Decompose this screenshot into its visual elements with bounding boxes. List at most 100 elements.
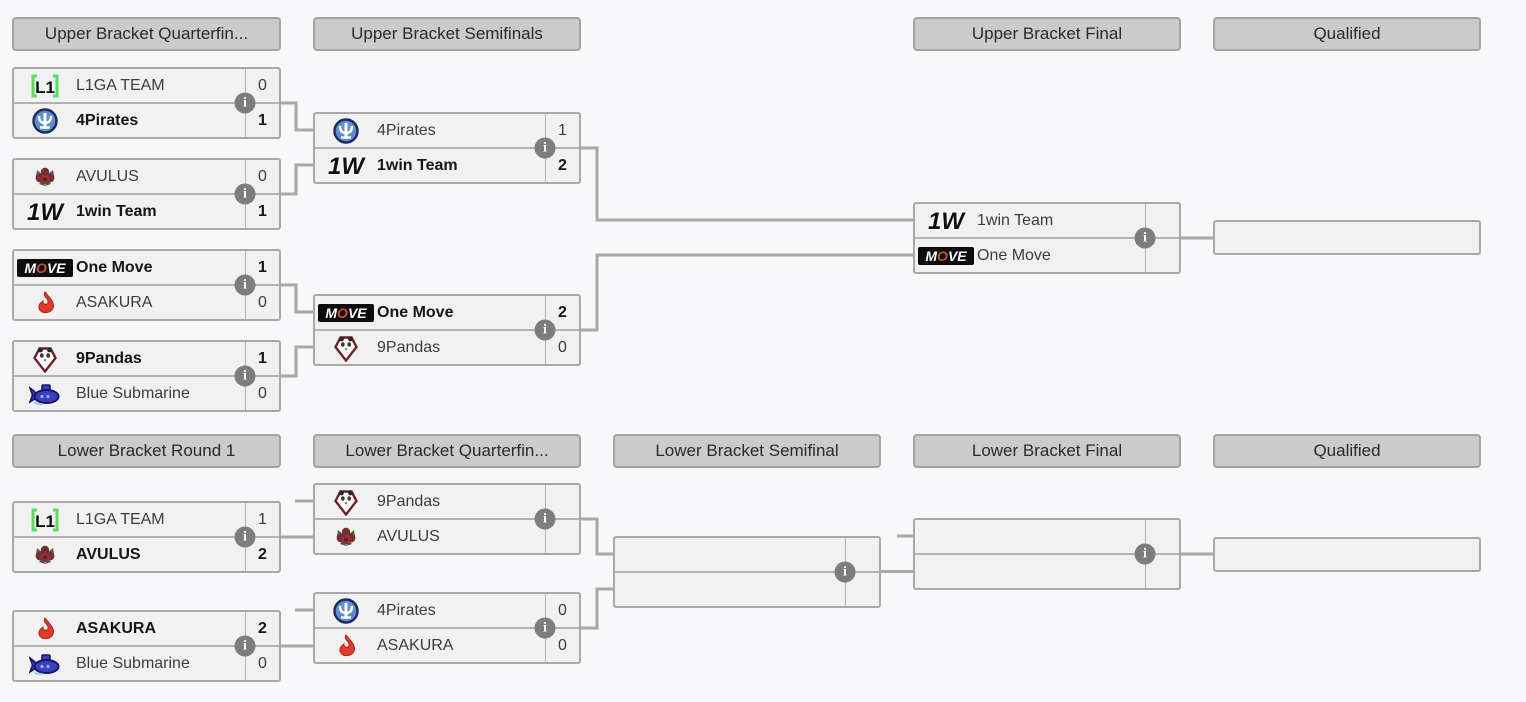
header-upper-bracket-quarterfinals: Upper Bracket Quarterfin... [12,17,281,51]
team-name: 4Pirates [377,601,436,619]
info-icon[interactable]: i [234,635,256,657]
team-row[interactable] [615,538,879,571]
team-row[interactable]: AVULUS 2 [14,536,279,571]
info-icon[interactable]: i [1134,227,1156,249]
info-icon[interactable]: i [534,137,556,159]
team-name: L1GA TEAM [76,510,165,528]
team-row[interactable] [615,571,879,606]
team-row[interactable]: 9Pandas 0 [315,329,579,364]
team-score: 2 [245,612,279,645]
team-row[interactable]: AVULUS [315,518,579,553]
qualified-slot-upper [1213,220,1481,255]
team-name [677,573,845,606]
team-row[interactable]: 9Pandas 1 [14,342,279,375]
team-row[interactable]: ASAKURA 0 [315,627,579,662]
team-row[interactable]: 4Pirates 1 [315,114,579,147]
team-score: 0 [245,377,279,410]
team-row[interactable]: 4Pirates 1 [14,102,279,137]
asakura-logo [14,612,76,645]
info-icon[interactable]: i [534,319,556,341]
team-name: L1GA TEAM [76,76,165,94]
4pirates-logo [315,594,377,627]
info-icon[interactable]: i [234,365,256,387]
team-score: 0 [245,69,279,102]
team-score: 1 [245,342,279,375]
team-row[interactable] [915,520,1179,553]
team-name: One Move [76,258,153,276]
team-row[interactable]: 1win Team [915,204,1179,237]
team-score: 1 [245,195,279,228]
avulus-logo [315,520,377,553]
team-score: 2 [545,296,579,329]
team-name: 9Pandas [377,492,441,510]
team-name [977,555,1145,588]
team-name: ASAKURA [76,293,153,311]
info-icon[interactable]: i [1134,543,1156,565]
team-name: 9Pandas [377,338,441,356]
empty-team-slot [915,555,977,588]
l1ga-team-logo [14,69,76,102]
match-lb-final: i [913,518,1181,590]
team-score: 0 [245,647,279,680]
team-name: AVULUS [76,167,139,185]
match-ub-semifinal-1: 4Pirates 1 1win Team 2 i [313,112,581,184]
match-ub-semifinal-2: One Move 2 9Pandas 0 i [313,294,581,366]
team-name: 4Pirates [76,111,139,129]
avulus-logo [14,160,76,193]
team-row[interactable]: 4Pirates 0 [315,594,579,627]
info-icon[interactable]: i [234,183,256,205]
empty-team-slot [615,538,677,571]
avulus-logo [14,538,76,571]
team-score: 0 [545,594,579,627]
team-score [545,485,579,518]
team-row[interactable]: One Move 1 [14,251,279,284]
team-row[interactable]: One Move 2 [315,296,579,329]
asakura-logo [315,629,377,662]
team-row[interactable]: L1GA TEAM 1 [14,503,279,536]
info-icon[interactable]: i [534,508,556,530]
team-row[interactable]: One Move [915,237,1179,272]
match-ub-quarterfinal-3: One Move 1 ASAKURA 0 i [12,249,281,321]
empty-team-slot [615,573,677,606]
team-row[interactable]: AVULUS 0 [14,160,279,193]
team-score: 2 [245,538,279,571]
1win-team-logo [315,149,377,182]
header-lower-bracket-final: Lower Bracket Final [913,434,1181,468]
match-ub-quarterfinal-4: 9Pandas 1 Blue Submarine 0 i [12,340,281,412]
team-row[interactable]: Blue Submarine 0 [14,375,279,410]
1win-team-logo [915,204,977,237]
team-score [845,573,879,606]
team-score: 1 [245,251,279,284]
team-row[interactable]: L1GA TEAM 0 [14,69,279,102]
header-qualified-lower: Qualified [1213,434,1481,468]
team-row[interactable]: 1win Team 2 [315,147,579,182]
team-score [1145,555,1179,588]
9pandas-logo [14,342,76,375]
asakura-logo [14,286,76,319]
info-icon[interactable]: i [534,617,556,639]
team-name: Blue Submarine [76,654,190,672]
team-row[interactable]: ASAKURA 0 [14,284,279,319]
header-lower-bracket-round1: Lower Bracket Round 1 [12,434,281,468]
qualified-slot-lower [1213,537,1481,572]
team-row[interactable]: ASAKURA 2 [14,612,279,645]
team-score: 1 [245,104,279,137]
team-name: AVULUS [377,527,440,545]
team-row[interactable]: 1win Team 1 [14,193,279,228]
team-row[interactable]: 9Pandas [315,485,579,518]
match-lb-semifinal: i [613,536,881,608]
team-name: Blue Submarine [76,384,190,402]
one-move-logo [315,296,377,329]
team-row[interactable]: Blue Submarine 0 [14,645,279,680]
team-score: 0 [245,160,279,193]
team-row[interactable] [915,553,1179,588]
empty-team-slot [915,520,977,553]
match-lb-quarterfinal-2: 4Pirates 0 ASAKURA 0 i [313,592,581,664]
4pirates-logo [315,114,377,147]
info-icon[interactable]: i [834,561,856,583]
team-score: 0 [545,331,579,364]
info-icon[interactable]: i [234,526,256,548]
info-icon[interactable]: i [234,274,256,296]
info-icon[interactable]: i [234,92,256,114]
team-score: 0 [245,286,279,319]
